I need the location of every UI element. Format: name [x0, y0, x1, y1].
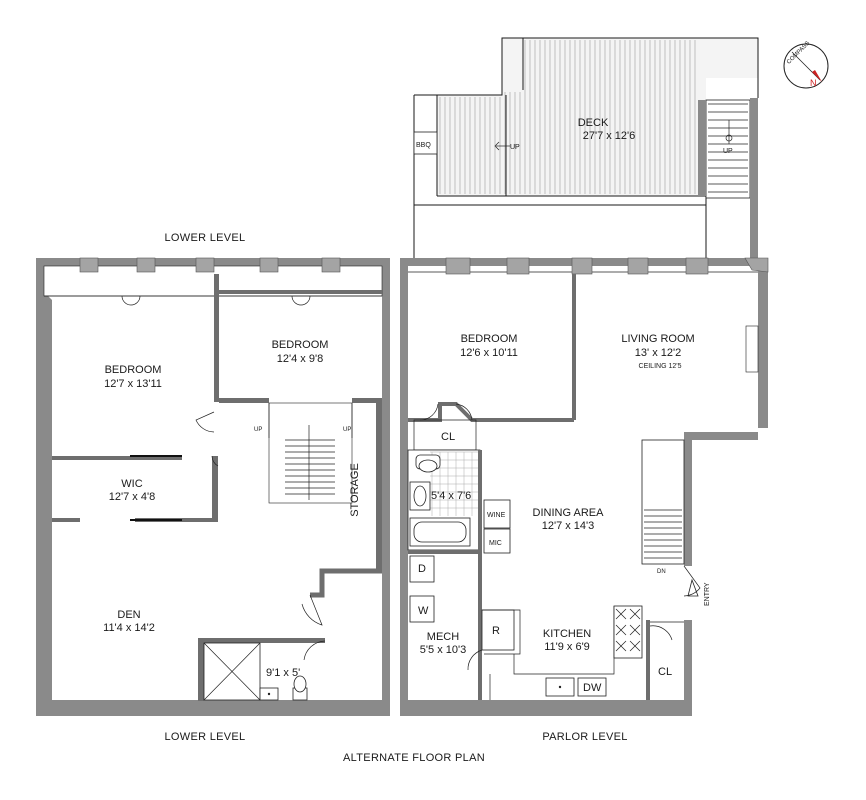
lower-up-right: UP: [343, 427, 351, 433]
mech-dim: 5'5 x 10'3: [420, 644, 466, 656]
parlor-bath-dim: 5'4 x 7'6: [431, 490, 471, 502]
kitchen-name: KITCHEN: [543, 628, 591, 640]
washer-label: W: [418, 605, 429, 617]
dw-label: DW: [583, 682, 602, 694]
dining-area-name: DINING AREA: [533, 507, 605, 519]
dining-area-dim: 12'7 x 14'3: [542, 520, 595, 532]
lower-bedroom1-dim: 12'7 x 13'11: [104, 378, 162, 390]
lower-bedroom2-name: BEDROOM: [272, 339, 329, 351]
lower-level-title: LOWER LEVEL: [165, 232, 246, 244]
dn-label: DN: [657, 569, 666, 575]
parlor-cl-bottom: CL: [658, 666, 672, 678]
parlor-cl-top: CL: [441, 431, 455, 443]
deck-up-left: UP: [510, 144, 520, 151]
lower-bedroom2-dim: 12'4 x 9'8: [277, 353, 323, 365]
deck-area: BBQ UP UP DECK 27'7 x 12'6: [413, 37, 759, 258]
compass-icon: COMPASS N: [783, 41, 829, 89]
mic-label: MIC: [489, 540, 502, 547]
mech-name: MECH: [427, 631, 459, 643]
lower-level-plan: LOWER LEVEL: [36, 232, 390, 743]
storage-label: STORAGE: [349, 463, 361, 517]
compass-north: N: [810, 78, 817, 88]
entry-label: ENTRY: [704, 582, 711, 606]
parlor-level-plan: CL 5'4 x 7'6 WINE MIC D W MECH 5'5 x 10'…: [400, 257, 769, 743]
parlor-bedroom-dim: 12'6 x 10'11: [460, 347, 518, 359]
wic-name: WIC: [121, 478, 142, 490]
bbq-label: BBQ: [416, 142, 431, 149]
deck-name: DECK: [578, 117, 609, 129]
den-name: DEN: [117, 609, 140, 621]
deck-up-right: UP: [723, 148, 733, 155]
living-room-dim: 13' x 12'2: [635, 347, 681, 359]
kitchen-dim: 11'9 x 6'9: [544, 641, 590, 653]
fridge-label: R: [492, 625, 500, 637]
parlor-level-caption: PARLOR LEVEL: [542, 731, 627, 743]
wic-dim: 12'7 x 4'8: [109, 491, 155, 503]
deck-dim: 27'7 x 12'6: [583, 130, 636, 142]
den-dim: 11'4 x 14'2: [103, 622, 155, 634]
lower-up-left: UP: [254, 427, 262, 433]
lower-bath-dim: 9'1 x 5': [266, 667, 300, 679]
living-room-name: LIVING ROOM: [621, 333, 694, 345]
parlor-bedroom-name: BEDROOM: [461, 333, 518, 345]
lower-level-caption: LOWER LEVEL: [165, 731, 246, 743]
wine-label: WINE: [487, 512, 506, 519]
lower-bedroom1-name: BEDROOM: [105, 364, 162, 376]
dryer-label: D: [418, 563, 426, 575]
alternate-floor-plan-caption: ALTERNATE FLOOR PLAN: [343, 752, 485, 764]
living-room-ceiling: CEILING 12'5: [639, 363, 682, 370]
